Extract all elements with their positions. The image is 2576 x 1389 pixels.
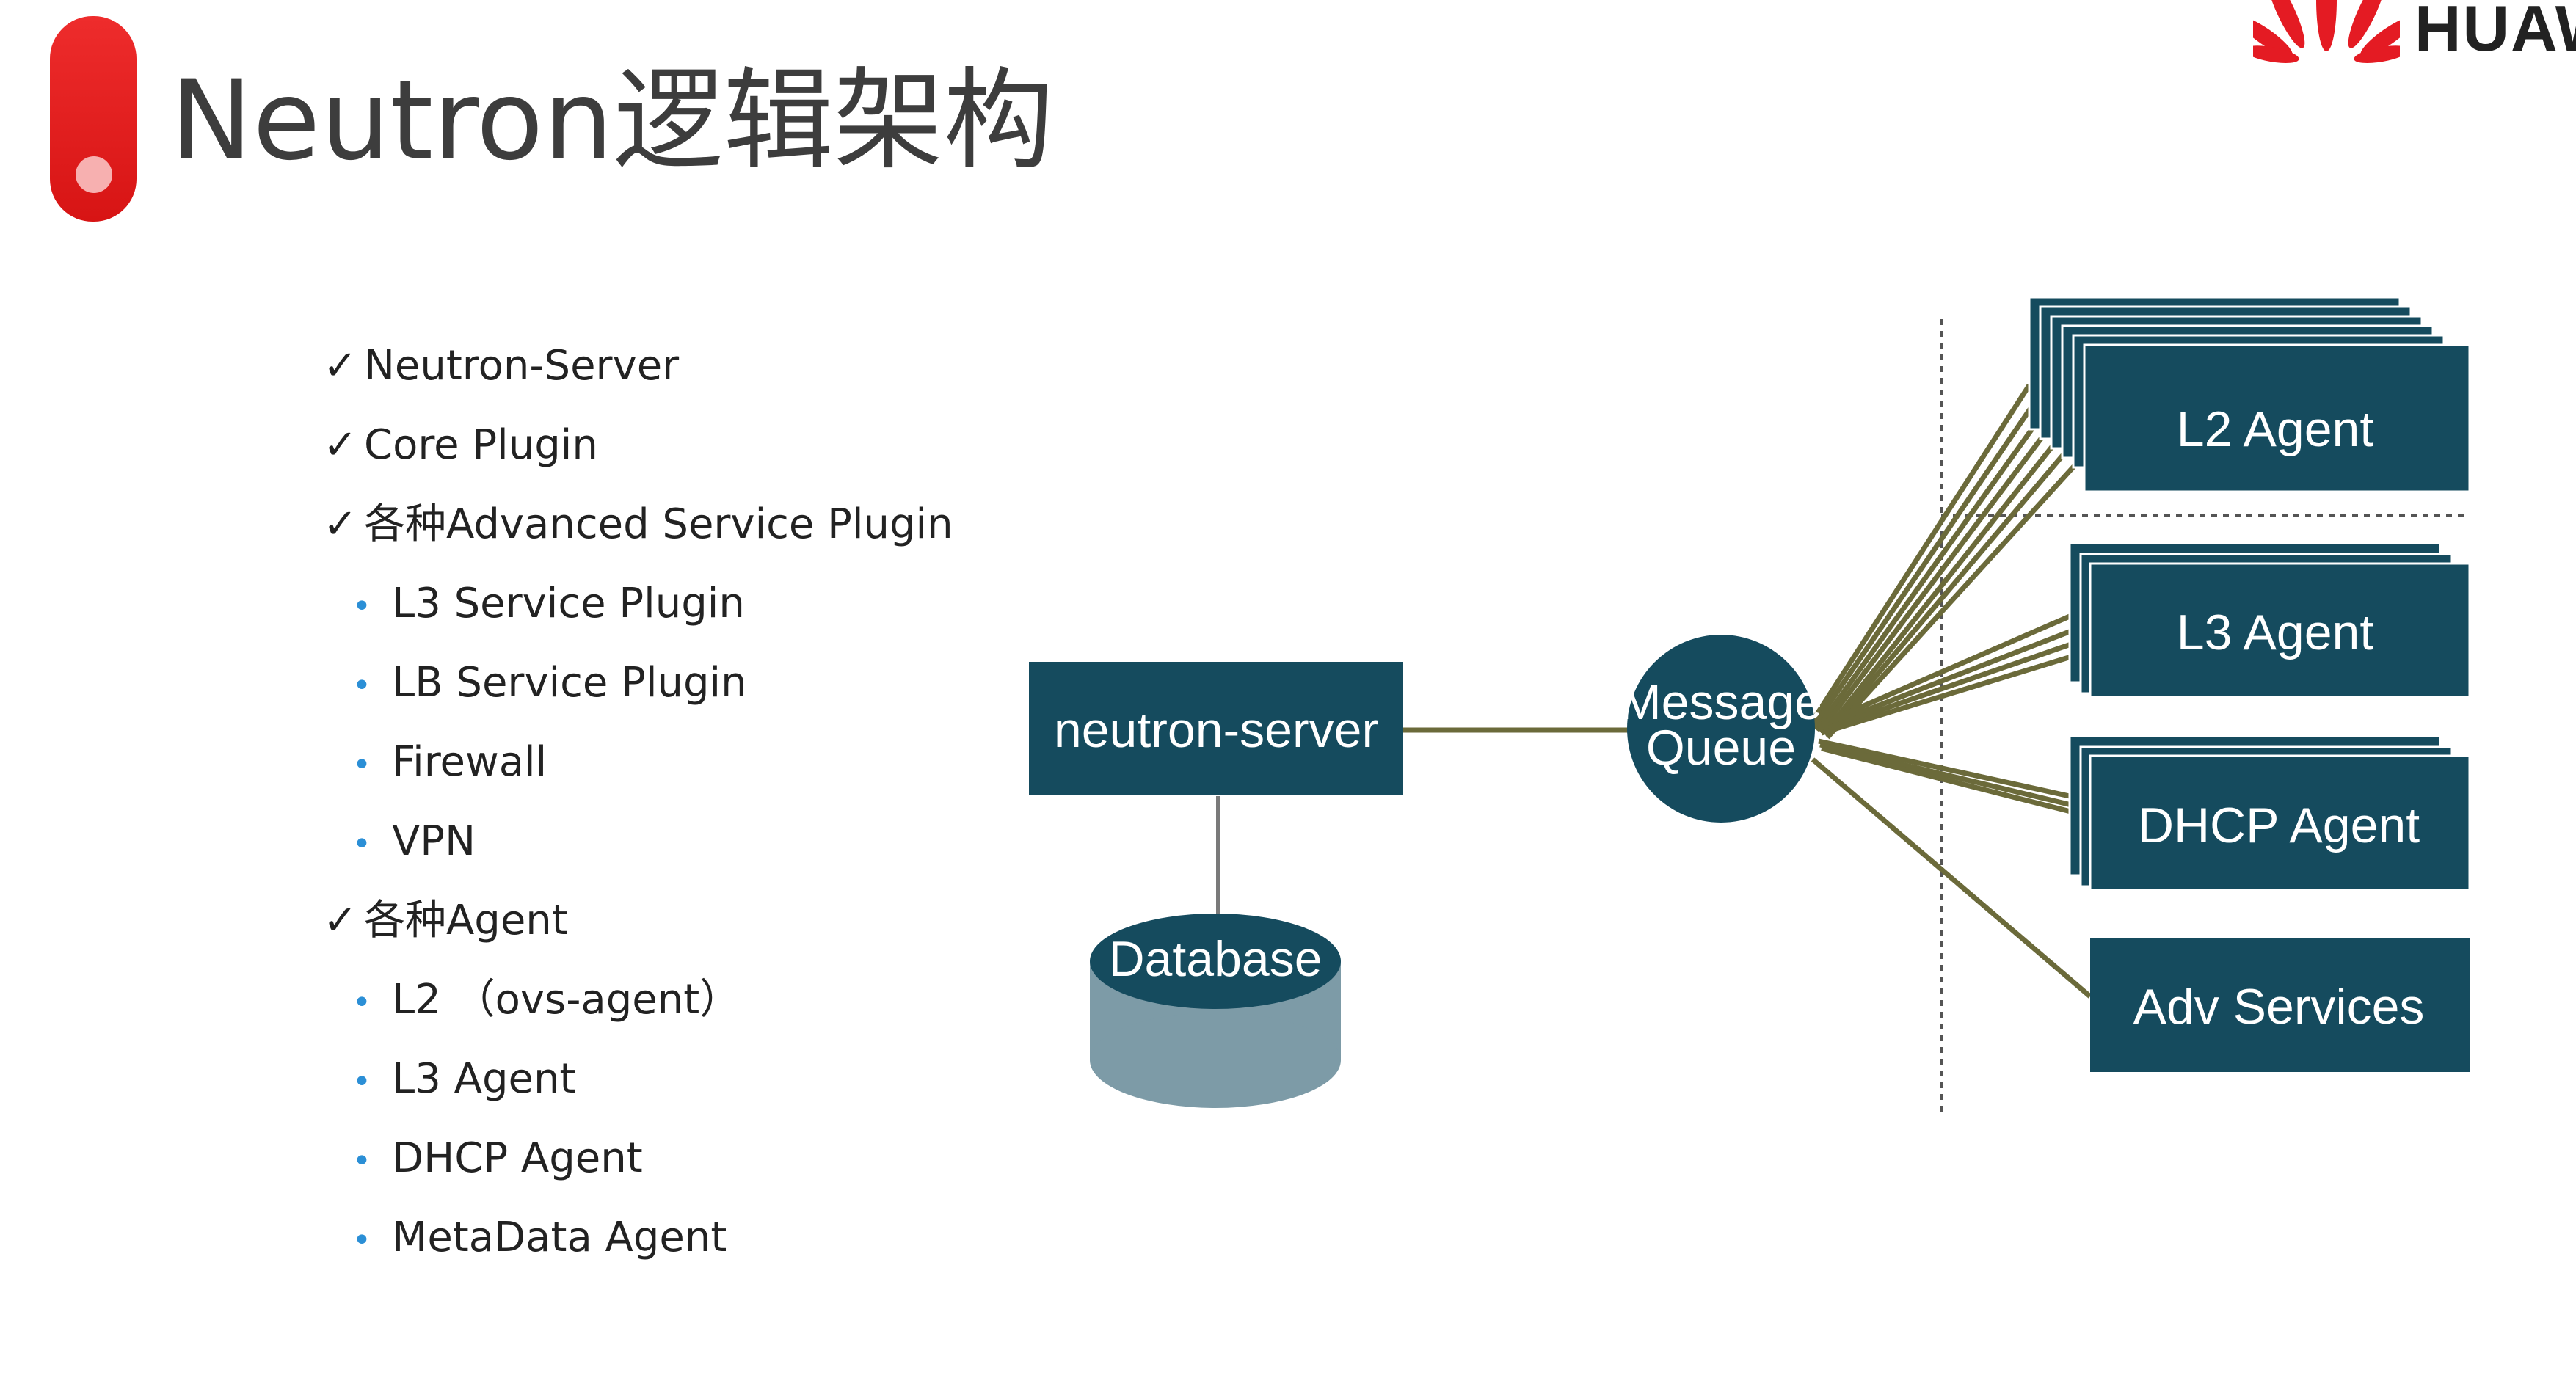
check-icon: ✓	[323, 342, 357, 390]
huawei-logo-icon	[2253, 0, 2400, 63]
check-icon: ✓	[323, 897, 357, 944]
list-item: • VPN	[323, 802, 983, 881]
bullet-list: ✓Neutron-Server ✓Core Plugin ✓各种Advanced…	[323, 327, 983, 1277]
list-item-text: Neutron-Server	[364, 342, 680, 390]
list-item: • DHCP Agent	[323, 1119, 983, 1198]
message-queue-label-line2: Queue	[1646, 720, 1796, 776]
list-item: ✓Neutron-Server	[323, 327, 983, 406]
list-item-text: MetaData Agent	[392, 1214, 727, 1261]
message-queue-node: Message Queue	[1620, 635, 1822, 823]
list-item: ✓各种Advanced Service Plugin	[323, 485, 983, 564]
check-icon: ✓	[323, 421, 357, 469]
list-item: • L3 Service Plugin	[323, 564, 983, 644]
list-item-text: VPN	[392, 817, 476, 865]
neutron-server-label: neutron-server	[1054, 702, 1378, 758]
neutron-server-node: neutron-server	[1029, 662, 1403, 795]
list-item-text: 各种Agent	[364, 897, 568, 944]
list-item-text: Firewall	[392, 738, 547, 786]
list-item: • Firewall	[323, 723, 983, 802]
database-node: Database	[1090, 914, 1341, 1108]
dhcp-agent-node: DHCP Agent	[2068, 734, 2471, 892]
adv-services-node: Adv Services	[2090, 938, 2470, 1072]
bullet-dot-icon: •	[352, 1222, 371, 1259]
dhcp-agent-label: DHCP Agent	[2138, 798, 2420, 853]
message-queue-label-line1: Message	[1620, 674, 1822, 730]
list-item-text: L3 Service Plugin	[392, 580, 745, 627]
bullet-dot-icon: •	[352, 825, 371, 863]
list-item: • LB Service Plugin	[323, 644, 983, 723]
bullet-dot-icon: •	[352, 588, 371, 625]
logo-text: HUAW	[2415, 0, 2576, 65]
adv-services-label: Adv Services	[2133, 979, 2425, 1035]
l2-agent-label: L2 Agent	[2177, 401, 2374, 457]
connector-lines	[1807, 384, 2092, 999]
bullet-dot-icon: •	[352, 1063, 371, 1101]
check-icon: ✓	[323, 500, 357, 548]
bullet-dot-icon: •	[352, 746, 371, 784]
title-accent-dot	[76, 156, 112, 193]
list-item: ✓各种Agent	[323, 881, 983, 960]
list-item-text: Core Plugin	[364, 421, 598, 469]
list-item: • MetaData Agent	[323, 1198, 983, 1277]
bullet-dot-icon: •	[352, 984, 371, 1021]
list-item: • L2 （ovs-agent）	[323, 960, 983, 1040]
list-item-text: L2 （ovs-agent）	[392, 976, 741, 1024]
l3-agent-node: L3 Agent	[2068, 542, 2471, 699]
list-item-text: LB Service Plugin	[392, 659, 747, 707]
bullet-dot-icon: •	[352, 1142, 371, 1180]
page-title: Neutron逻辑架构	[170, 57, 1054, 185]
bullet-dot-icon: •	[352, 667, 371, 704]
list-item: • L3 Agent	[323, 1040, 983, 1119]
list-item: ✓Core Plugin	[323, 406, 983, 485]
l3-agent-label: L3 Agent	[2177, 605, 2374, 660]
list-item-text: 各种Advanced Service Plugin	[364, 500, 953, 548]
l2-agent-node: L2 Agent	[2028, 296, 2471, 493]
list-item-text: DHCP Agent	[392, 1134, 643, 1182]
database-label: Database	[1108, 931, 1322, 987]
list-item-text: L3 Agent	[392, 1055, 576, 1103]
